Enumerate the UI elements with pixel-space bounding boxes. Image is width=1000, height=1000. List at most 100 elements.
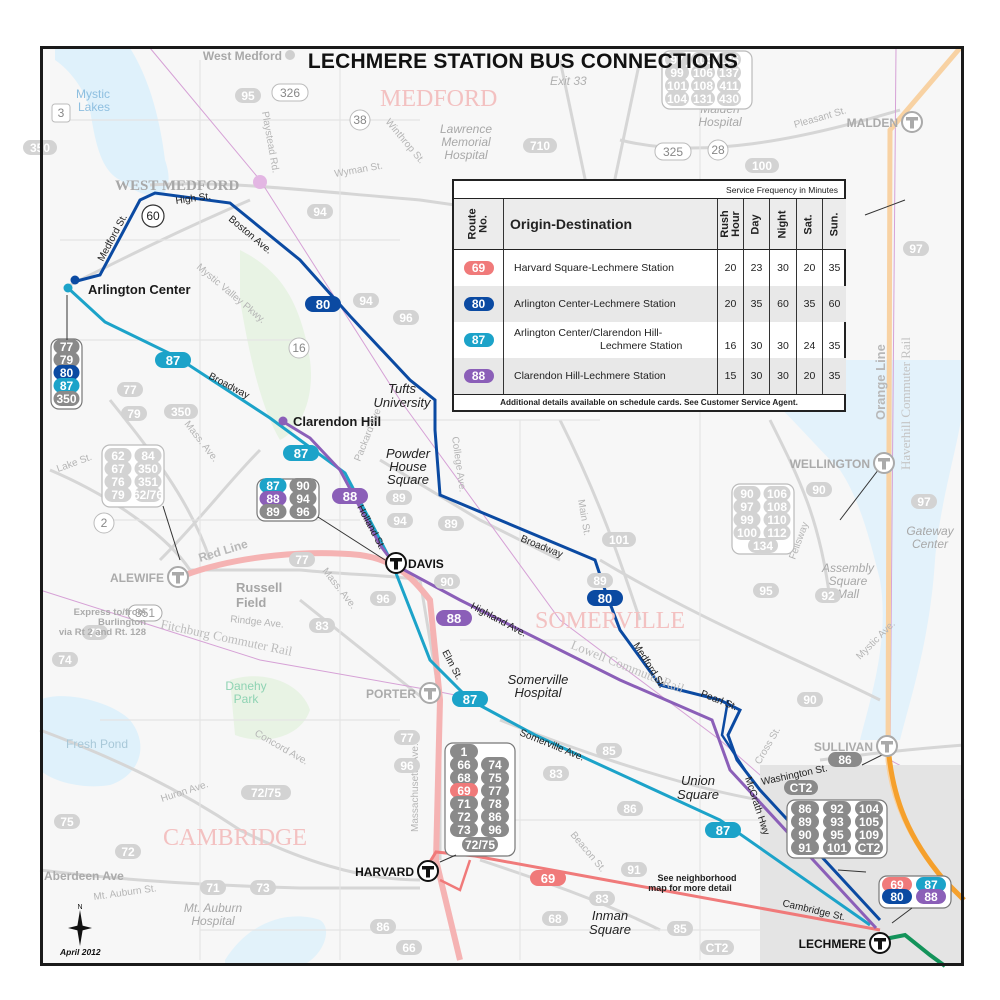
place-inman-square: Inman Square [589,908,631,937]
background-route-86 [370,919,396,934]
t-glyph-icon [881,741,893,753]
route-pill-label: 72 [457,810,471,824]
route-pill-label: 69 [457,784,471,798]
route-pill-label: 88 [924,890,938,904]
background-route-95 [235,88,261,103]
route-pill-label: 74 [488,758,502,772]
box-route-CT2 [855,840,883,855]
svg-text:Lakes: Lakes [78,100,110,114]
west-medford-station-dot [253,175,267,189]
mystic-river [720,360,964,740]
background-route-75 [54,814,80,829]
park-area [240,250,311,440]
frequency-day: 23 [744,250,770,286]
station-harvard-label: HARVARD [355,865,414,879]
route-pill-label: 90 [798,828,812,842]
box-route-90 [733,486,761,501]
route-cell: 88 [454,358,504,394]
route-pill-label: 411 [719,79,739,93]
route-pill-label: 94 [359,294,373,308]
route-badge: 69 [463,261,494,275]
box-route-71 [450,796,478,811]
svg-text:Powder: Powder [386,446,431,461]
svg-text:Mystic: Mystic [76,87,110,101]
box-route-112 [763,525,791,540]
background-route-96 [370,591,396,606]
svg-text:3: 3 [58,106,65,120]
route-88-pill-a [332,488,368,504]
route-pill-label: 77 [488,784,502,798]
svg-text:map for more detail: map for more detail [648,883,732,893]
t-glyph-icon [906,117,918,129]
route-cell: 80 [454,286,504,322]
box-route-79 [53,352,80,367]
place-assembly-square: Assembly Square Mall [821,561,875,601]
place-russell-field: Russell Field [236,580,282,610]
box-route-88 [259,491,287,506]
background-route-73 [250,880,276,895]
fresh-pond [40,696,141,787]
background-route-96 [394,758,420,773]
shield-60 [141,204,165,228]
route-80-pill-b [587,590,623,606]
route-pill-label: 109 [859,828,879,842]
frequency-night: 30 [770,358,797,394]
compass-ew-icon [68,925,92,931]
express-burlington-note: Express to/from Burlington via Rt 2 and … [59,607,146,638]
orange-line-south [885,744,966,902]
t-glyph-icon [172,572,184,584]
background-route-90 [797,692,823,707]
svg-text:Square: Square [677,787,719,802]
route-pill-label: 87 [60,379,74,393]
route-badge: 80 [463,297,494,311]
svg-text:See neighborhood: See neighborhood [657,873,736,883]
box-route-87 [53,378,80,393]
destination-text: Clarendon Hill-Lechmere Station [514,370,666,382]
route-badge: 88 [463,369,494,383]
svg-text:Square: Square [387,472,429,487]
box-route-101 [823,840,851,855]
frequency-day: 30 [744,322,770,358]
route-pill-label: 90 [803,693,817,707]
svg-text:Square: Square [829,574,868,588]
route-pill-label: 73 [256,881,270,895]
box-route-80 [53,365,80,380]
svg-text:87: 87 [463,692,477,707]
route-pill-label: 90 [440,575,454,589]
clarendon-hill-stop [278,416,288,426]
box-route-80 [882,889,912,904]
danehy-park-area [230,676,310,740]
connector-lines [66,199,913,924]
route-pill-label: 88 [266,492,280,506]
box-route-89 [791,814,819,829]
route-pill-label: 74 [58,653,72,667]
box-route-73 [450,822,478,837]
route-pill-label: 350 [56,392,76,406]
background-route-83 [589,891,615,906]
arlington-center-87-stop [63,283,73,293]
box-route-1 [450,744,478,759]
compass-rose: N [68,904,92,946]
svg-text:88: 88 [447,611,461,626]
svg-text:via Rt 2 and Rt. 128: via Rt 2 and Rt. 128 [59,627,146,638]
route-pill-label: 77 [295,553,309,567]
box-route-90 [791,827,819,842]
neighborhood-map-note: See neighborhood map for more detail [648,873,736,893]
box-route-84 [134,448,162,463]
route-pill-label: 90 [296,479,310,493]
box-route-72-75 [462,837,498,852]
route-pill-label: 104 [667,92,687,106]
sullivan-ct2-pill [784,780,818,795]
box-route-104 [665,91,689,106]
route-pill-label: 110 [767,513,787,527]
box-route-74 [481,757,509,772]
frequency-rush: 16 [718,322,744,358]
date-label: April 2012 [59,947,101,957]
background-route-97 [911,494,937,509]
frequency-rush: 20 [718,286,744,322]
route-pill-label: 95 [759,584,773,598]
background-route-710 [523,138,557,153]
svg-text:38: 38 [353,113,367,127]
